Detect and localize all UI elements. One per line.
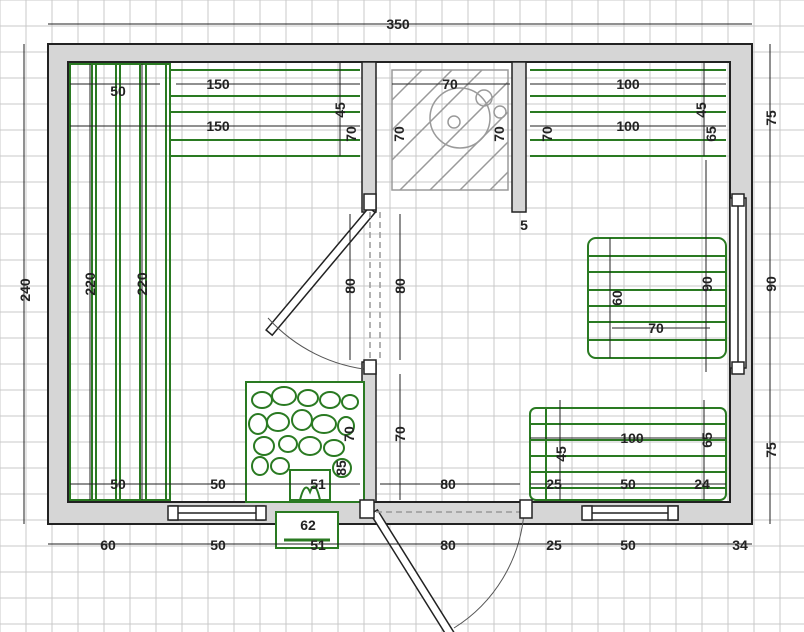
stove-front-box: [275, 511, 339, 549]
dim-outer-bottom-3: 51: [310, 537, 326, 553]
partition-shower-right: [511, 61, 527, 213]
dim-outer-right-1: 75: [763, 110, 779, 126]
stove-stone: [298, 436, 322, 456]
dim-rest-bottom-50: 50: [620, 476, 636, 492]
dimension-lines: [23, 23, 771, 545]
dim-outer-bottom-7: 34: [732, 537, 748, 553]
dim-rest-bottom-24: 24: [694, 476, 710, 492]
dim-outer-bottom-4: 80: [440, 537, 456, 553]
stove-stone: [271, 386, 297, 406]
door-steam-swing: [267, 317, 373, 371]
dim-rest-bench-lower: 100: [616, 118, 640, 134]
dim-side-bench-2: 220: [134, 272, 150, 296]
dim-stove-height: 85: [333, 460, 349, 476]
stove-stone: [253, 436, 275, 456]
dim-door-right: 80: [392, 278, 408, 294]
stove-firebox: [289, 469, 331, 501]
stove-flame-icon: [299, 485, 321, 501]
stove-stone: [251, 391, 273, 409]
stove-stone: [337, 416, 355, 436]
door-jambs: [167, 193, 745, 521]
door-entry-swing: [453, 511, 525, 629]
outer-wall: [47, 43, 753, 525]
stove-stone: [248, 413, 268, 435]
dim-sofa-height: 65: [699, 432, 715, 448]
stove-stone: [311, 414, 337, 434]
stove-stone: [332, 458, 352, 478]
stove-stone: [297, 389, 319, 407]
dim-sofa-depth: 45: [553, 446, 569, 462]
partition-steam-left: [361, 61, 377, 213]
dim-sofa-length: 100: [620, 430, 644, 446]
dim-outer-bottom-2: 50: [210, 537, 226, 553]
sofa-frame: [529, 407, 727, 501]
dim-shower-left: 70: [391, 126, 407, 142]
dim-shower-right: 70: [491, 126, 507, 142]
shower-drain-icon: [429, 87, 491, 149]
dim-rest-bench-upper: 100: [616, 76, 640, 92]
doors: [265, 206, 525, 632]
dim-outer-bottom-6: 50: [620, 537, 636, 553]
dim-overall-height: 240: [17, 278, 33, 302]
dim-rest-bottom-25: 25: [546, 476, 562, 492]
dim-stove-front: 62: [300, 517, 316, 533]
dim-bench-height-45: 45: [332, 102, 348, 118]
windows: [169, 197, 747, 521]
dim-steam-bottom-left: 50: [110, 476, 126, 492]
door-entry-leaf: [369, 508, 458, 632]
dim-stove-width: 51: [310, 476, 326, 492]
shower-unit: [391, 69, 509, 191]
steam-room-benches: [69, 63, 360, 501]
dim-window-height: 90: [699, 276, 715, 292]
dimension-labels: 350 240 50 150 150 220 220 45 70 70 70 7…: [17, 16, 779, 553]
dim-side-bench-1: 220: [82, 272, 98, 296]
stove-stone: [291, 409, 313, 431]
stove-stone: [266, 412, 290, 432]
dim-window-right: 90: [763, 276, 779, 292]
shower-hatching: [391, 69, 509, 191]
outer-walls: [47, 43, 753, 525]
stove-stone: [341, 394, 359, 410]
dim-rest-height-65: 65: [703, 126, 719, 142]
dim-overall-width: 350: [386, 16, 410, 32]
dim-bench-upper: 150: [206, 76, 230, 92]
stove-stone: [278, 435, 298, 453]
stove-stone: [319, 391, 341, 409]
dim-table-width: 60: [609, 290, 625, 306]
dim-outer-right-3: 75: [763, 442, 779, 458]
dim-door-left: 80: [342, 278, 358, 294]
dim-bench-height-70: 70: [343, 126, 359, 142]
stove-stone: [270, 457, 290, 475]
dim-corridor-bottom: 80: [440, 476, 456, 492]
dim-shower-wall: 70: [539, 126, 555, 142]
interior-walls: [361, 61, 527, 503]
dim-stove-side: 70: [341, 426, 357, 442]
dim-steam-bottom-mid: 50: [210, 476, 226, 492]
dim-outer-bottom-1: 60: [100, 537, 116, 553]
dim-outer-bottom-5: 25: [546, 537, 562, 553]
door-steam-leaf: [265, 206, 377, 337]
stove-stone: [323, 439, 345, 457]
dim-bench-depth: 50: [110, 83, 126, 99]
rest-room-table: [587, 237, 727, 359]
sauna-stove: [245, 381, 365, 549]
dim-corridor-lower: 70: [392, 426, 408, 442]
rest-room-top-bench: [530, 69, 726, 157]
dim-shower-gap: 5: [520, 217, 528, 233]
stove-stones: [248, 386, 359, 478]
dim-shower-width: 70: [442, 76, 458, 92]
dim-table-length: 70: [648, 320, 664, 336]
dim-rest-height-45: 45: [693, 102, 709, 118]
table-top: [587, 237, 727, 359]
dim-bench-lower: 150: [206, 118, 230, 134]
rest-room-sofa: [529, 407, 727, 501]
stove-stone: [251, 456, 269, 476]
